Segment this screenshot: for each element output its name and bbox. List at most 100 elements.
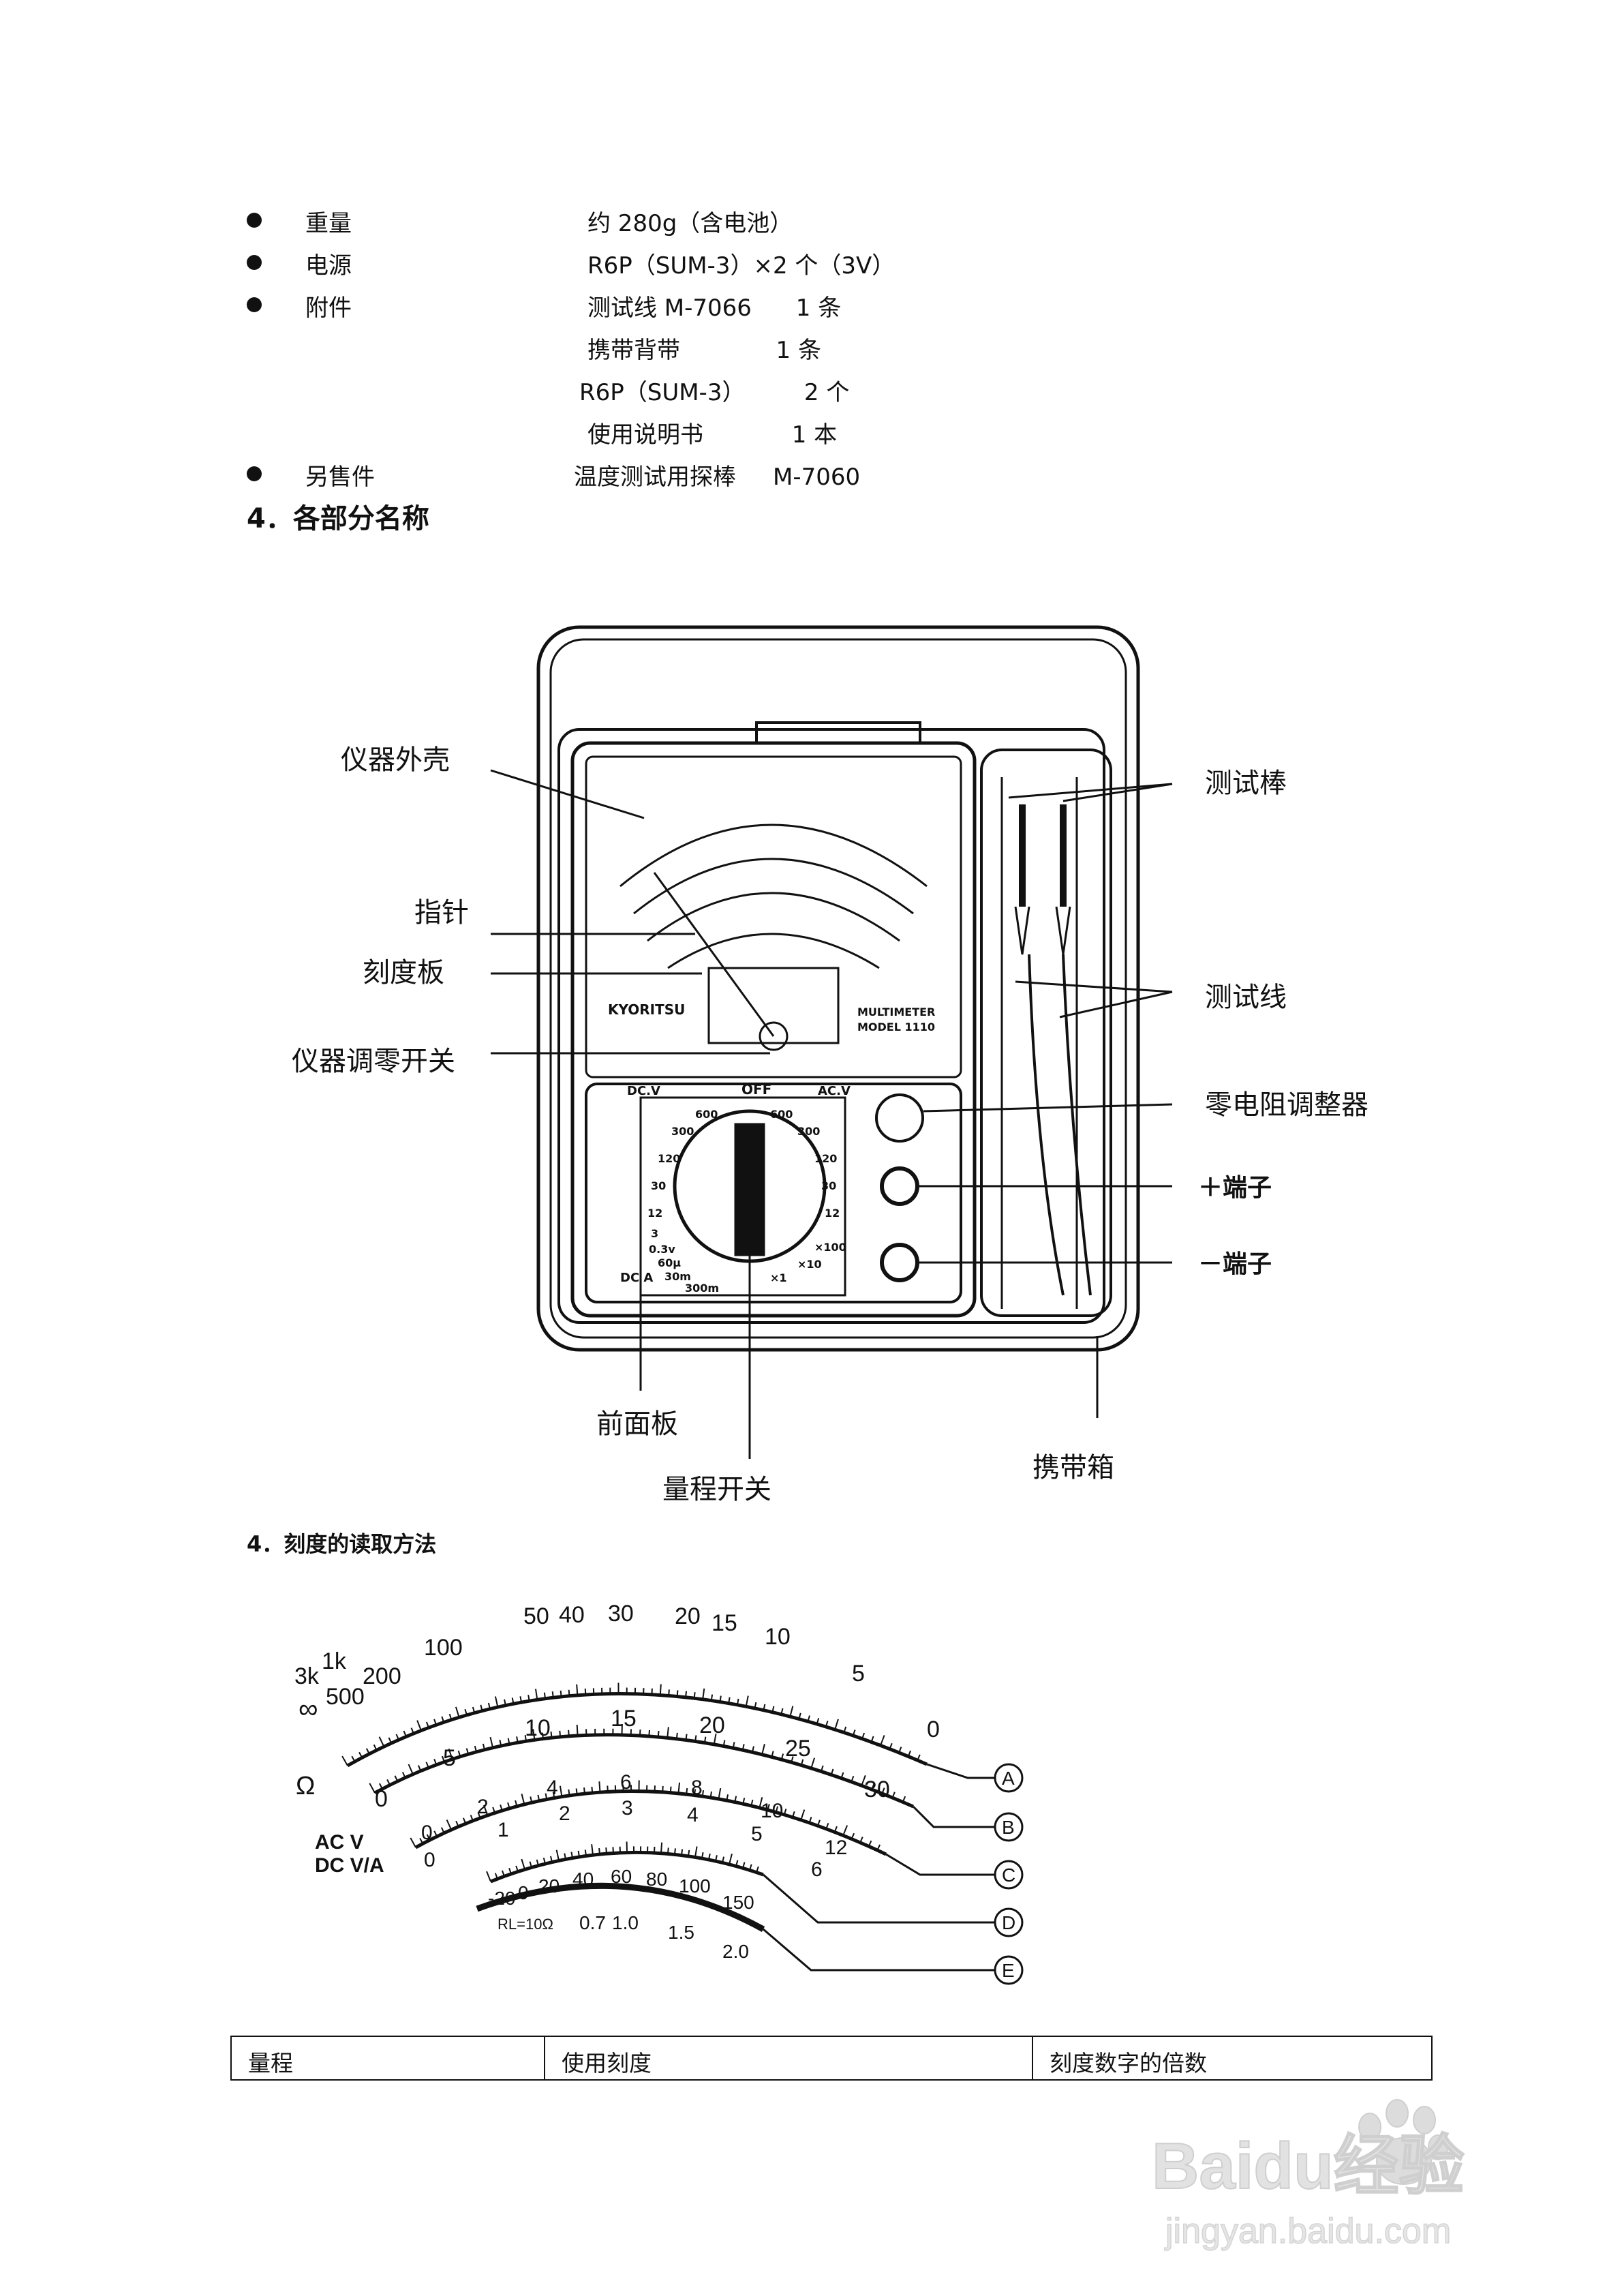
scale-tick — [482, 1743, 486, 1750]
scale-tick — [474, 1745, 478, 1753]
spec-value: 测试线 M-7066 1 条 — [587, 294, 842, 322]
scale-d-label: 20 — [538, 1875, 560, 1897]
scale-tick — [394, 1775, 399, 1782]
scale-tick — [825, 1822, 829, 1830]
scale-d-label: 150 — [722, 1892, 754, 1913]
scale-tick — [825, 1721, 829, 1727]
scale-tick — [465, 1748, 470, 1755]
scale-a-label: 100 — [424, 1635, 463, 1661]
scale-tick — [494, 1873, 498, 1879]
scale-a-label: 500 — [326, 1684, 365, 1710]
scale-tick — [425, 1721, 429, 1728]
scale-tick — [395, 1734, 400, 1740]
scale-tick — [667, 1847, 669, 1854]
callout-case: 仪器外壳 — [341, 744, 450, 776]
scale-tick — [677, 1782, 681, 1794]
dcv-range-label: 12 — [647, 1207, 662, 1220]
spec-label: 附件 — [305, 294, 352, 322]
scale-tick — [358, 1751, 363, 1758]
scale-tick — [861, 1732, 866, 1739]
scale-tick — [455, 1820, 459, 1827]
scale-tick — [800, 1809, 806, 1821]
scale-tick — [560, 1690, 562, 1697]
scale-tick — [789, 1706, 794, 1717]
scale-tick — [504, 1699, 506, 1706]
scale-d-label: 80 — [646, 1869, 667, 1890]
scale-tick — [792, 1811, 795, 1818]
scale-tick — [754, 1702, 757, 1709]
scale-tick — [489, 1736, 494, 1748]
scale-tick — [457, 1750, 461, 1757]
zero-adjust-screw[interactable] — [759, 1021, 789, 1051]
callout-range-switch: 量程开关 — [662, 1474, 771, 1505]
watermark-url: jingyan.baidu.com — [1164, 2211, 1451, 2251]
plus-terminal[interactable] — [880, 1166, 919, 1206]
scale-tick — [718, 1787, 722, 1800]
scale-tick — [775, 1806, 779, 1813]
acv-range-label: 300 — [797, 1125, 820, 1138]
scale-a-label: 20 — [675, 1603, 701, 1629]
scale-tick — [564, 1853, 566, 1860]
scale-tick — [537, 1794, 540, 1801]
scale-d-label: 100 — [679, 1875, 711, 1897]
bullet-icon — [247, 213, 262, 228]
scale-tick — [494, 1696, 499, 1708]
scale-c1-label: 0 — [421, 1822, 433, 1844]
scale-tick — [808, 1817, 812, 1824]
marker-label: E — [1002, 1960, 1015, 1981]
callout-minus-terminal: －端子 — [1198, 1250, 1272, 1278]
scale-tick — [529, 1861, 532, 1868]
scale-tick — [530, 1796, 533, 1803]
scale-tick — [659, 1684, 662, 1695]
dcv-range-label: 0.3v — [649, 1243, 675, 1256]
scale-tick — [820, 1765, 824, 1772]
multimeter-figure: KYORITSU MULTIMETER MODEL 1110 OFF DC.V … — [292, 625, 1368, 1505]
spec-value: 约 280g（含电池） — [587, 210, 793, 237]
scale-tick — [842, 1825, 848, 1836]
scale-tick — [734, 1796, 737, 1802]
scale-tick — [536, 1859, 539, 1866]
scale-tick — [487, 1702, 491, 1710]
scale-tick — [741, 1744, 745, 1751]
scale-tick — [486, 1871, 491, 1882]
meter-scale-window — [585, 755, 962, 1078]
scale-tick — [761, 1743, 765, 1755]
spec-label: 电源 — [305, 252, 352, 280]
spec-value: 温度测试用探棒 M-7060 — [574, 464, 861, 491]
scale-tick — [688, 1849, 690, 1856]
callout-carry-case: 携带箱 — [1032, 1452, 1114, 1483]
scale-c2-label: 1 — [498, 1819, 509, 1841]
scale-tick — [780, 1708, 784, 1715]
scale-tick — [426, 1834, 431, 1841]
minus-terminal[interactable] — [880, 1243, 919, 1282]
scale-tick — [559, 1785, 563, 1797]
scale-tick — [889, 1742, 893, 1749]
scale-tick — [508, 1868, 512, 1875]
scale-c1-label: 2 — [477, 1796, 489, 1818]
marker-e: E — [994, 1955, 1024, 1985]
scale-b-label: 15 — [611, 1706, 637, 1732]
scale-a-label: ∞ — [299, 1694, 318, 1724]
scale-tick — [555, 1849, 560, 1861]
marker-label: B — [1002, 1817, 1015, 1838]
scale-tick — [433, 1830, 438, 1837]
scale-b-label: 20 — [699, 1712, 725, 1738]
scale-tick — [736, 1698, 739, 1706]
omega-label: Ω — [296, 1772, 315, 1800]
scale-tick — [870, 1736, 874, 1742]
dcv-range-label: 30 — [651, 1179, 666, 1192]
spec-value: R6P（SUM-3） 2 个 — [579, 379, 850, 406]
scale-tick — [576, 1724, 579, 1736]
model-line2: MODEL 1110 — [857, 1021, 935, 1033]
scale-tick — [410, 1727, 414, 1734]
scale-tick — [570, 1852, 573, 1858]
zero-ohm-adjust-knob[interactable] — [875, 1093, 924, 1143]
rl-label: RL=10Ω — [498, 1916, 553, 1933]
scale-tick — [542, 1858, 546, 1864]
scale-c1-label: 4 — [547, 1777, 558, 1799]
scale-tick — [852, 1729, 856, 1736]
scale-tick — [783, 1809, 787, 1815]
scale-tick — [871, 1783, 875, 1790]
marker-label: D — [1002, 1912, 1015, 1933]
spec-label: 另售件 — [305, 464, 375, 491]
